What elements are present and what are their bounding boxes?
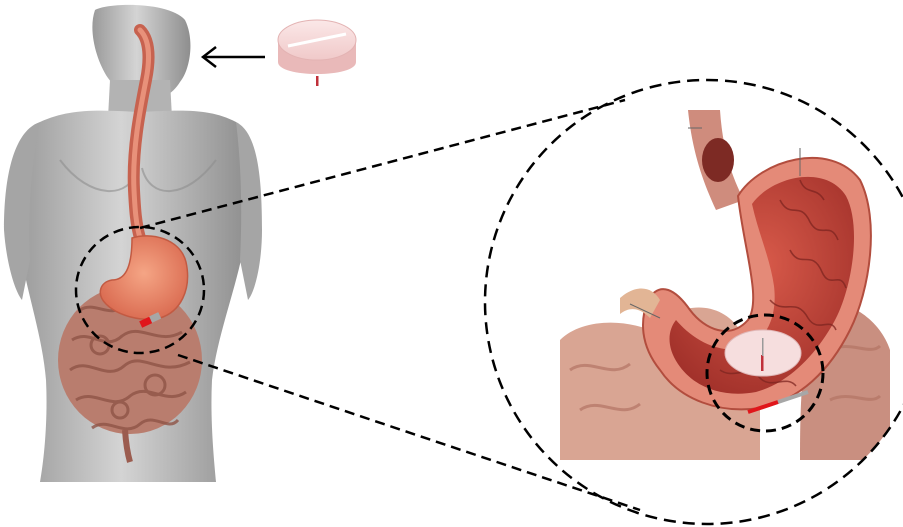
tablet-icon: [278, 20, 356, 86]
human-body-figure: [4, 5, 262, 482]
stomach-cross-section: [560, 110, 890, 460]
tablet-in-stomach-icon: [725, 330, 801, 376]
arrow-left-icon: [203, 47, 265, 67]
